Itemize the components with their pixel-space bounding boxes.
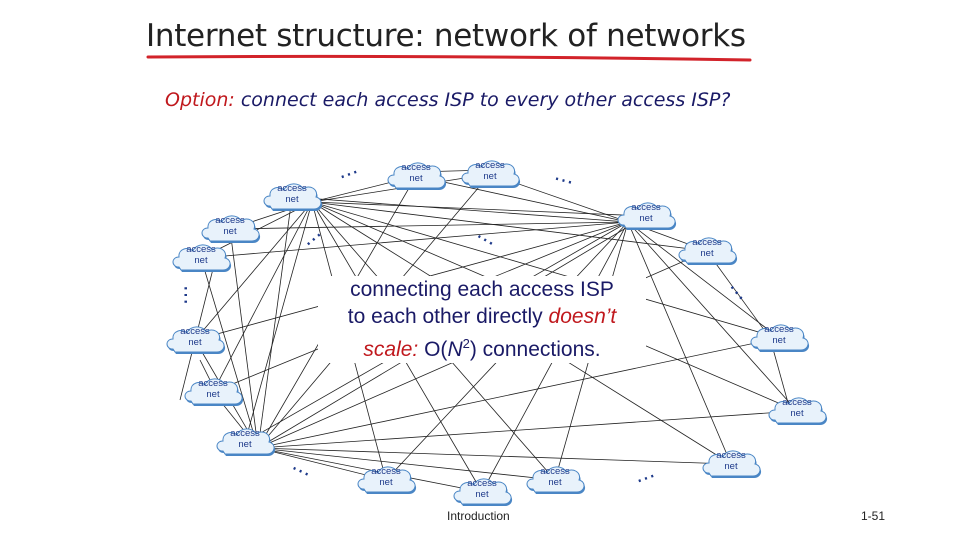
callout-o: O( [418,338,448,361]
cloud-icon [453,478,513,506]
mesh-link [311,201,708,252]
access-net-node: access net [213,424,277,458]
mesh-link [257,410,798,449]
access-net-label: access net [186,244,216,266]
access-net-node: access net [458,156,522,190]
mesh-link [257,447,556,481]
cloud-icon [750,324,810,352]
mesh-link [244,201,313,443]
mesh-link [229,228,259,449]
mesh-link [257,196,293,449]
access-net-label: access net [692,237,722,259]
access-net-node: access net [260,179,324,213]
access-net-node: access net [163,322,227,356]
callout-line-3: scale: O(N2) connections. [318,330,646,363]
mesh-link [257,447,483,493]
cloud-icon [357,466,417,494]
cloud-icon [172,244,232,272]
cloud-icon [263,183,323,211]
cloud-icon [617,202,677,230]
access-net-node: access net [747,320,811,354]
access-net-node: access net [699,446,763,480]
callout-line-2-text: to each other directly [347,305,549,328]
mesh-link [257,337,780,449]
mesh-link [212,201,313,393]
question-text: Option: connect each access ISP to every… [165,89,730,111]
access-net-label: access net [401,162,431,184]
access-net-node: access net [523,462,587,496]
cloud-icon [526,466,586,494]
mesh-link [627,221,798,412]
access-net-label: access net [198,378,228,400]
mesh-link [311,201,780,339]
access-net-label: access net [215,215,245,237]
callout-line-2: to each other directly doesn’t [318,303,646,330]
callout-line-1: connecting each access ISP [350,278,614,301]
callout-doesnt: doesn’t [548,305,617,328]
access-net-node: access net [450,474,514,508]
cloud-icon [166,326,226,354]
callout-scale: scale: [363,338,419,361]
mesh-link [194,201,313,341]
access-net-label: access net [716,450,746,472]
mesh-link [627,221,780,339]
access-net-label: access net [475,160,505,182]
access-net-node: access net [384,158,448,192]
callout-connections: ) connections. [469,338,601,361]
cloud-icon [461,160,521,188]
access-net-label: access net [540,466,570,488]
access-net-node: access net [675,233,739,267]
access-net-label: access net [764,324,794,346]
question-rest: connect each access ISP to every other a… [234,89,731,111]
cloud-icon [768,397,828,425]
mesh-link [257,447,732,465]
mesh-link [200,257,259,449]
access-net-node: access net [169,240,233,274]
cloud-icon [387,162,447,190]
ellipsis-left: … [168,285,192,305]
mesh-link [200,221,629,259]
access-net-label: access net [180,326,210,348]
access-net-label: access net [631,202,661,224]
cloud-icon [678,237,738,265]
access-net-label: access net [230,428,260,450]
mesh-link [229,221,629,230]
access-net-label: access net [467,478,497,500]
title-underline [146,54,752,62]
cloud-icon [201,215,261,243]
mesh-link [627,221,732,465]
scaling-callout: connecting each access ISP to each other… [318,276,646,363]
cloud-icon [702,450,762,478]
access-net-node: access net [354,462,418,496]
callout-n: N [447,338,463,361]
slide-number: 1-51 [861,509,886,523]
question-prefix: Option: [165,89,235,111]
access-net-node: access net [614,198,678,232]
callout-exponent: 2 [462,336,470,351]
access-net-node: access net [181,374,245,408]
cloud-icon [216,428,276,456]
mesh-link [311,201,647,217]
access-net-node: access net [198,211,262,245]
access-net-node: access net [765,393,829,427]
mesh-link [415,175,629,223]
footer-text: Introduction [447,509,510,523]
access-net-label: access net [277,183,307,205]
cloud-icon [184,378,244,406]
access-net-label: access net [371,466,401,488]
slide-title: Internet structure: network of networks [146,18,746,54]
access-net-label: access net [782,397,812,419]
